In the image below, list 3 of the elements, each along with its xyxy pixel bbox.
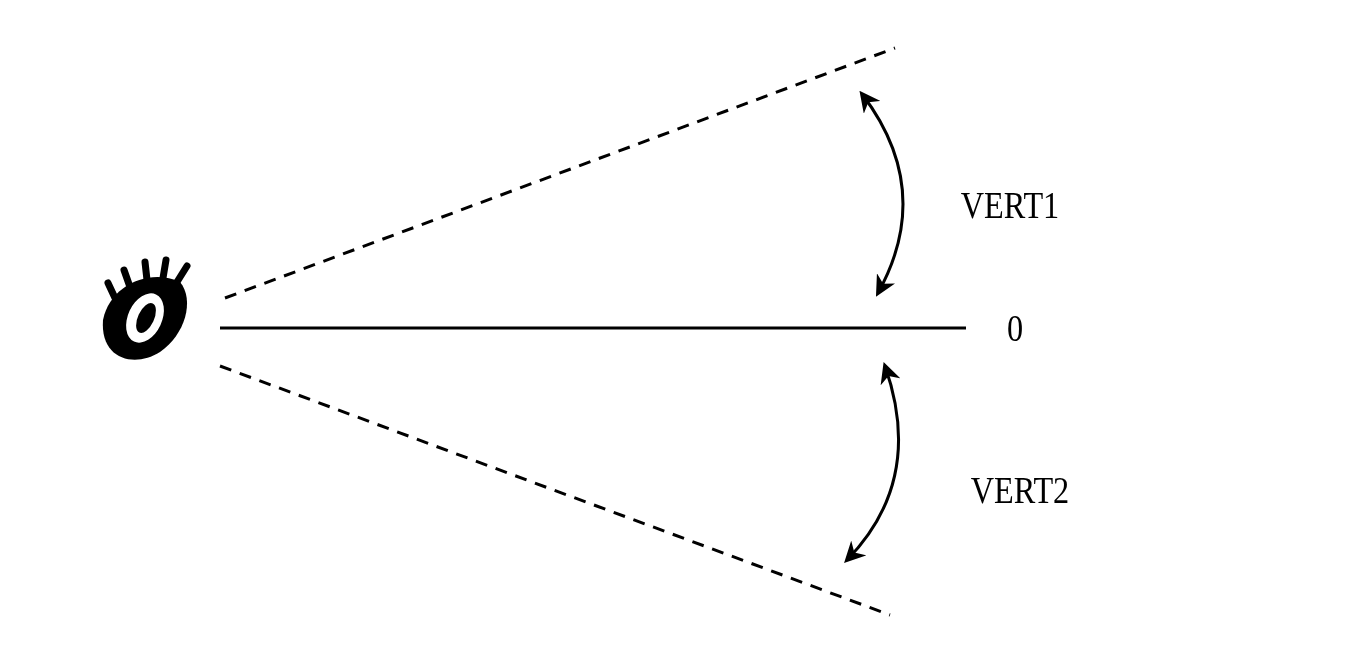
angle-label: VERT2	[970, 471, 1070, 509]
angle-label: VERT1	[960, 186, 1060, 224]
angle-label: 0	[1006, 309, 1024, 347]
